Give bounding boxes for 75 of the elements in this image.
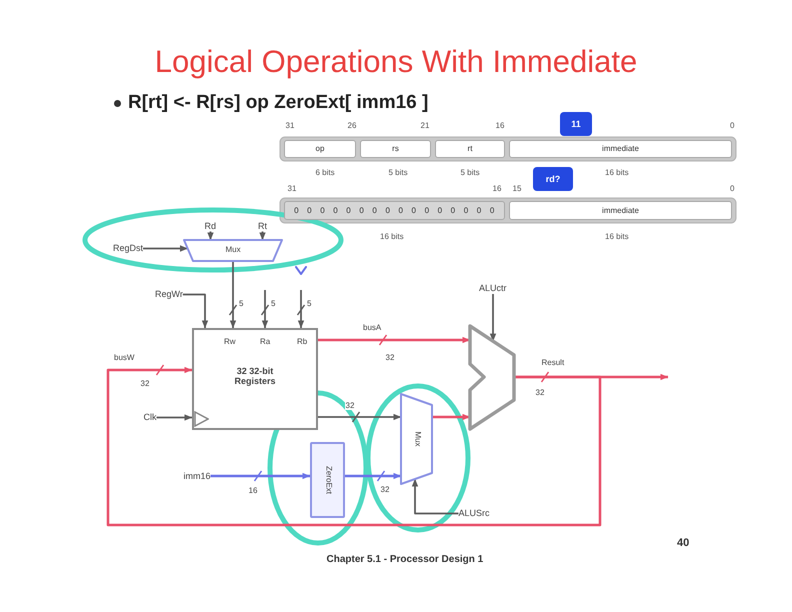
port-label: Rb — [297, 338, 308, 346]
bus-width-label: 32 — [386, 352, 394, 362]
formula-text: R[rt] <- R[rs] op ZeroExt[ imm16 ] — [128, 92, 428, 114]
alu-symbol — [468, 324, 516, 431]
wire — [143, 245, 188, 252]
edge-label: 5 — [306, 298, 312, 308]
wire — [432, 414, 470, 420]
instruction-field: immediate — [509, 140, 732, 158]
bit-number: 26 — [348, 120, 356, 130]
signal-label: Rd — [204, 220, 216, 232]
wire — [182, 294, 208, 328]
bit-number: 16 — [496, 120, 504, 130]
wire — [318, 414, 402, 420]
instruction-field: rs — [360, 140, 431, 158]
wire — [345, 472, 402, 480]
wire — [318, 336, 470, 344]
wire — [156, 414, 192, 421]
signal-label: ALUctr — [479, 283, 507, 294]
wire — [207, 232, 214, 240]
node-label: Mux — [226, 246, 241, 255]
signal-label: ALUSrc — [458, 508, 490, 519]
bit-number: 15 — [512, 184, 522, 193]
field-width-label: 5 bits — [388, 168, 408, 177]
field-width-label: 16 bits — [605, 232, 629, 241]
bus-width-label: 32 — [536, 388, 544, 397]
edge-label: busA — [362, 322, 382, 332]
edge-label: 16 — [248, 486, 258, 495]
wire — [412, 478, 458, 514]
signal-label: Clk — [144, 412, 156, 423]
wire — [262, 290, 268, 328]
register-file-label: 32 32-bit Registers — [233, 367, 277, 387]
annotation-tag: 11 — [560, 112, 592, 136]
signal-label: Rt — [258, 220, 267, 232]
signal-label: imm16 — [184, 470, 211, 482]
page-number: 40 — [677, 536, 690, 550]
port-label: Rw — [224, 338, 236, 346]
field-width-label: 16 bits — [605, 168, 629, 177]
multiplexer — [400, 393, 433, 485]
port-label: Ra — [260, 338, 270, 346]
field-width-label: 5 bits — [460, 168, 480, 177]
bit-number: 31 — [288, 184, 296, 193]
instruction-field: rt — [435, 140, 505, 158]
field-width-label: 6 bits — [316, 168, 335, 177]
slide-title: Logical Operations With Immediate — [154, 44, 638, 80]
bit-number: 0 — [730, 184, 734, 193]
wire — [230, 261, 236, 328]
wire — [490, 294, 496, 342]
wire — [210, 472, 310, 480]
bit-number: 21 — [420, 120, 430, 130]
instruction-field: op — [284, 140, 356, 158]
edge-label: busW — [113, 352, 136, 362]
wire — [106, 366, 602, 526]
bit-number: 16 — [492, 184, 502, 193]
bus-width-label: 32 — [140, 378, 150, 388]
edge-label: 32 — [344, 400, 356, 410]
bit-number: 31 — [286, 120, 294, 130]
bit-number: 0 — [730, 120, 734, 130]
instruction-field: immediate — [509, 201, 732, 220]
signal-label: RegWr — [155, 289, 183, 300]
node-label: ZeroExt — [323, 466, 332, 494]
edge-label: 5 — [270, 298, 276, 308]
annotation-tag: rd? — [533, 167, 573, 191]
signal-label: RegDst — [113, 243, 144, 254]
register-file-box — [192, 328, 318, 430]
wire — [259, 232, 266, 240]
edge-label: 32 — [380, 484, 390, 494]
multiplexer — [183, 239, 283, 262]
instruction-field: 0000000000000000 — [284, 201, 505, 220]
edge-label: 5 — [238, 298, 244, 308]
wire — [298, 290, 304, 328]
edge-label: Result — [540, 358, 566, 367]
field-width-label: 16 bits — [380, 232, 404, 241]
footer-text: Chapter 5.1 - Processor Design 1 — [326, 554, 484, 566]
node-label: Mux — [412, 431, 421, 447]
zero-extend-box — [310, 442, 345, 518]
